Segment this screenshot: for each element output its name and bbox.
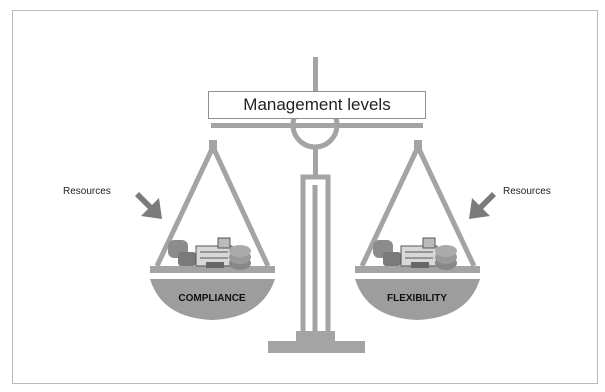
right-resource-arrow-icon — [469, 192, 496, 219]
left-resource-objects — [168, 237, 251, 270]
scale-base-upper — [296, 331, 335, 341]
right-pan-rim — [355, 266, 480, 273]
pivot-post — [313, 147, 318, 177]
right-resource-objects — [373, 237, 457, 270]
scale-crossbar — [211, 123, 423, 128]
scale-base — [268, 341, 365, 353]
left-resource-arrow-icon — [135, 192, 162, 219]
left-resources-label: Resources — [63, 186, 111, 197]
left-hanger — [154, 145, 271, 268]
management-levels-label: Management levels — [243, 95, 391, 114]
compliance-label: COMPLIANCE — [178, 293, 246, 304]
flexibility-label: FLEXIBILITY — [387, 293, 447, 304]
right-hanger — [359, 145, 477, 268]
right-pan-bowl — [355, 279, 480, 320]
left-pan-bowl — [150, 279, 275, 320]
center-column — [300, 174, 331, 336]
left-pan-rim — [150, 266, 275, 273]
scale-top-post — [313, 57, 318, 93]
right-resources-label: Resources — [503, 186, 551, 197]
management-levels-box: Management levels — [208, 91, 426, 119]
